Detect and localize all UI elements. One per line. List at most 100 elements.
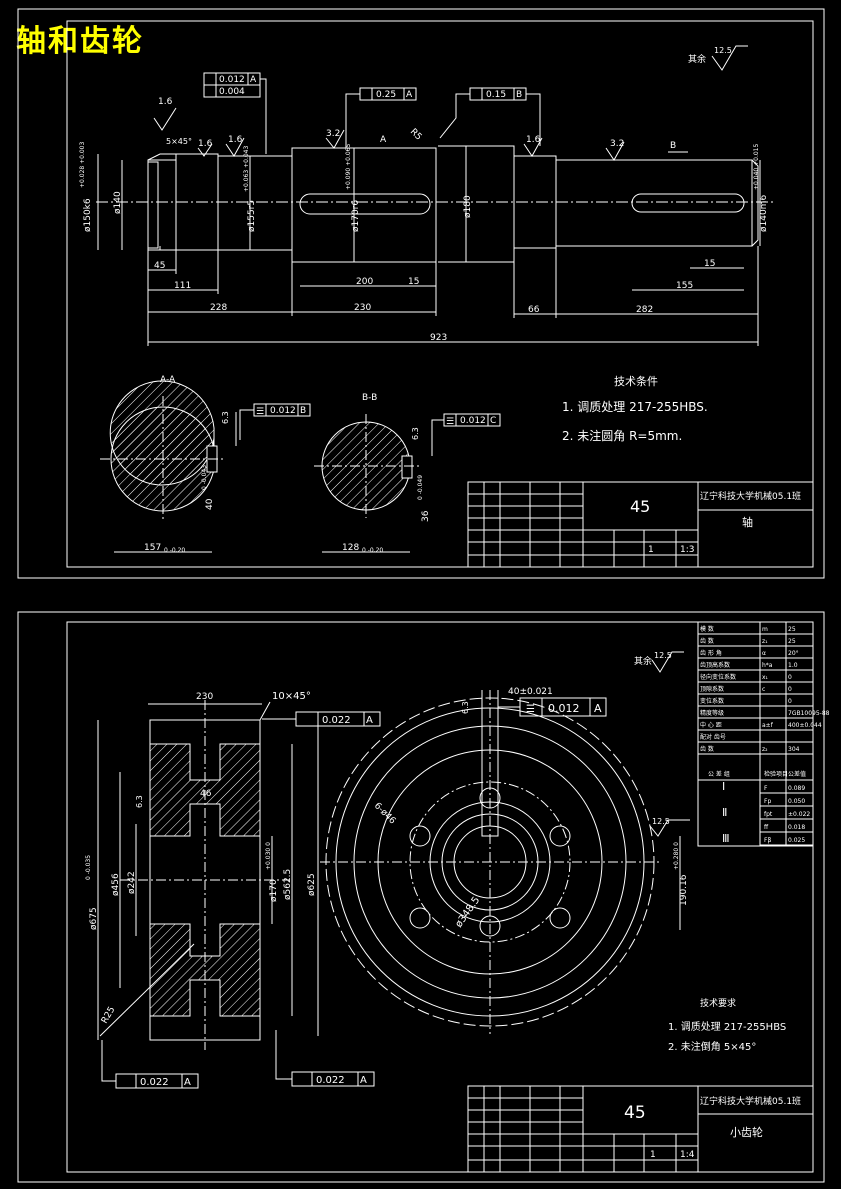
runout-top-datum: A bbox=[366, 715, 373, 726]
dim-456: ø456 bbox=[111, 873, 121, 896]
keyway-sym-datum: A bbox=[594, 702, 602, 715]
len-111: 111 bbox=[174, 281, 191, 291]
sec-a-tol: 0.012 bbox=[270, 406, 296, 416]
svg-text:☰: ☰ bbox=[526, 704, 535, 715]
param-cell: c bbox=[762, 686, 765, 693]
param-cell: 0 bbox=[788, 698, 792, 705]
runout-bl: 0.022 bbox=[140, 1077, 169, 1088]
shaft-seg-180 bbox=[438, 145, 515, 263]
dim-46: 46 bbox=[200, 789, 212, 799]
shaft-sheet: 其余 12.5 ø150k6 +0.028 +0.003 ø140 ø155r5… bbox=[17, 8, 825, 579]
rough-3: 1.6 bbox=[228, 135, 243, 145]
len-230: 230 bbox=[354, 303, 371, 313]
rough-1: 1.6 bbox=[158, 97, 173, 107]
section-mark-a: A bbox=[380, 135, 387, 145]
shaft-end-chamfer bbox=[751, 159, 759, 247]
gear-rough-63b: 6.3 bbox=[461, 701, 470, 714]
gear-inner-frame bbox=[66, 621, 814, 1173]
gear-school: 辽宁科技大学机械05.1班 bbox=[700, 1095, 801, 1107]
tol-cell: Fp bbox=[764, 798, 771, 805]
shaft-tech-2: 2. 未注圆角 R=5mm. bbox=[562, 428, 682, 443]
svg-text:☰: ☰ bbox=[446, 417, 454, 427]
keyway-width: 40±0.021 bbox=[508, 687, 553, 697]
dim-140: ø140 bbox=[113, 191, 123, 214]
sec-a-datum: B bbox=[300, 406, 306, 416]
gear-width: 230 bbox=[196, 692, 213, 702]
radius-label: R5 bbox=[408, 127, 424, 143]
section-mark-b: B bbox=[670, 141, 676, 151]
gear-rest-label: 其余 bbox=[634, 655, 652, 667]
tol-1a-datum: A bbox=[250, 75, 257, 85]
sec-b-depth: 36 bbox=[421, 510, 431, 522]
dim-140m6: ø140m6 bbox=[759, 195, 769, 232]
gear-part-name: 小齿轮 bbox=[730, 1125, 763, 1139]
gear-rough-63a: 6.3 bbox=[135, 795, 144, 808]
len-155: 155 bbox=[676, 281, 693, 291]
shaft-part-name: 轴 bbox=[742, 515, 753, 529]
len-200: 200 bbox=[356, 277, 373, 287]
param-cell: 精度等级 bbox=[700, 709, 724, 717]
sec-b-tol: 0.012 bbox=[460, 416, 486, 426]
sec-b-datum: C bbox=[490, 416, 496, 426]
sec-a-width-tol: 0 -0.20 bbox=[164, 547, 185, 554]
param-cell: m bbox=[762, 626, 768, 633]
tol-cell: Ⅲ bbox=[722, 832, 730, 845]
shaft-material: 45 bbox=[630, 497, 650, 516]
param-cell: 顶隙系数 bbox=[700, 685, 724, 693]
shaft-seg-140 bbox=[556, 159, 753, 247]
tol-3-datum: B bbox=[516, 90, 522, 100]
len-228: 228 bbox=[210, 303, 227, 313]
param-cell: z₂ bbox=[762, 746, 768, 753]
len-282: 282 bbox=[636, 305, 653, 315]
sec-a-rough: 6.3 bbox=[221, 411, 230, 424]
dim-150k6-tol: +0.028 +0.003 bbox=[79, 142, 86, 188]
dim-180: ø180 bbox=[463, 195, 473, 218]
param-cell: 变位系数 bbox=[700, 697, 724, 705]
gear-chamfer: 10×45° bbox=[272, 691, 311, 702]
param-cell: 25 bbox=[788, 638, 796, 645]
param-cell: 齿 形 角 bbox=[700, 649, 722, 657]
page-title: 轴和齿轮 bbox=[16, 24, 144, 59]
rough-6: 3.2 bbox=[610, 139, 624, 149]
tol-cell: 0.050 bbox=[788, 798, 805, 805]
shaft-qty: 1 bbox=[648, 545, 654, 555]
gear-title-block: 45 辽宁科技大学机械05.1班 小齿轮 1 1:4 bbox=[467, 1085, 814, 1173]
param-cell: 1.0 bbox=[788, 662, 798, 669]
dim-155r5: ø155r5 bbox=[247, 200, 257, 232]
param-cell: 25 bbox=[788, 626, 796, 633]
keyway-b bbox=[631, 193, 745, 213]
section-bb-label: B-B bbox=[362, 393, 377, 403]
shaft-seg-155b bbox=[514, 155, 557, 249]
tol-cell: 0.089 bbox=[788, 785, 805, 792]
param-cell: 齿 数 bbox=[700, 637, 714, 645]
dim-170: ø170 bbox=[269, 879, 279, 902]
shaft-rest-roughness: 12.5 bbox=[714, 46, 732, 55]
rough-4: 3.2 bbox=[326, 129, 340, 139]
tol-cell: ±0.022 bbox=[788, 811, 810, 818]
gear-tech-2: 2. 未注倒角 5×45° bbox=[668, 1040, 756, 1053]
gear-rough-125: 12.5 bbox=[652, 817, 670, 826]
gear-scale: 1:4 bbox=[680, 1150, 695, 1160]
keyway-a bbox=[299, 193, 431, 215]
shaft-seg-150 bbox=[176, 153, 219, 251]
roughness-symbol bbox=[651, 651, 684, 673]
end-face bbox=[148, 161, 159, 249]
shaft-tech-title: 技术条件 bbox=[614, 374, 658, 388]
param-cell: 304 bbox=[788, 746, 800, 753]
section-aa-label: A-A bbox=[160, 375, 176, 385]
shaft-tol-frame-2: 0.25 A bbox=[345, 87, 417, 148]
sec-a-width: 157 bbox=[144, 543, 161, 553]
param-cell: α bbox=[762, 650, 766, 657]
dim-625: ø625 bbox=[307, 873, 317, 896]
tol-1a: 0.012 bbox=[219, 75, 245, 85]
shaft-school: 辽宁科技大学机械05.1班 bbox=[700, 490, 801, 502]
tol-2-datum: A bbox=[406, 90, 413, 100]
sec-b-width: 128 bbox=[342, 543, 359, 553]
gear-material: 45 bbox=[624, 1103, 646, 1123]
tol-cell: 0.025 bbox=[788, 837, 805, 844]
shaft-sheet-border bbox=[17, 8, 825, 579]
tol-2: 0.25 bbox=[376, 90, 396, 100]
shaft-tol-frame-1: 0.012 A 0.004 bbox=[203, 72, 267, 154]
dim-562: ø562.5 bbox=[283, 869, 293, 900]
param-cell: 0 bbox=[788, 674, 792, 681]
